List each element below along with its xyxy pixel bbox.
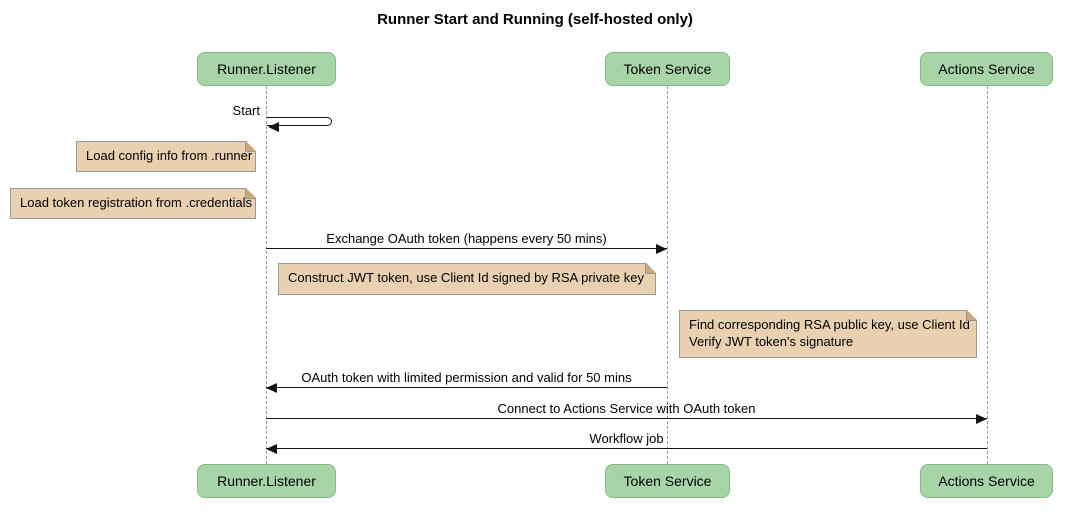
message-line <box>266 248 667 249</box>
lifeline-token-service <box>667 86 668 464</box>
note-load-token-registration: Load token registration from .credential… <box>10 188 256 219</box>
participant-label: Actions Service <box>938 473 1035 489</box>
participant-label: Token Service <box>623 61 712 77</box>
note-text: Construct JWT token, use Client Id signe… <box>288 270 644 285</box>
message-start-arrowhead-icon <box>268 122 279 132</box>
arrowhead-left-icon <box>266 444 277 454</box>
lifeline-runner-listener <box>266 86 267 464</box>
lifeline-actions-service <box>987 86 988 464</box>
note-text-line1: Find corresponding RSA public key, use C… <box>689 317 970 332</box>
participant-runner-listener-top: Runner.Listener <box>197 52 336 86</box>
diagram-title: Runner Start and Running (self-hosted on… <box>377 11 693 28</box>
message-start-label: Start <box>232 103 260 118</box>
arrowhead-right-icon <box>976 414 987 424</box>
message-exchange-oauth: Exchange OAuth token (happens every 50 m… <box>266 228 667 254</box>
note-text: Load token registration from .credential… <box>20 195 252 210</box>
note-fold <box>245 141 256 152</box>
arrowhead-left-icon <box>266 383 277 393</box>
note-fold <box>245 188 256 199</box>
participant-actions-service-bottom: Actions Service <box>920 464 1053 498</box>
message-line <box>266 418 987 419</box>
message-oauth-return: OAuth token with limited permission and … <box>266 367 667 393</box>
note-find-rsa-key: Find corresponding RSA public key, use C… <box>679 310 977 358</box>
participant-token-service-top: Token Service <box>605 52 730 86</box>
message-label: Exchange OAuth token (happens every 50 m… <box>326 231 607 246</box>
message-workflow-job: Workflow job <box>266 428 987 454</box>
participant-label: Runner.Listener <box>217 61 316 77</box>
participant-runner-listener-bottom: Runner.Listener <box>197 464 336 498</box>
note-fold <box>645 263 656 274</box>
message-line <box>266 448 987 449</box>
message-label: OAuth token with limited permission and … <box>301 370 632 385</box>
note-construct-jwt: Construct JWT token, use Client Id signe… <box>278 263 656 295</box>
arrowhead-right-icon <box>656 244 667 254</box>
message-line <box>266 387 667 388</box>
participant-actions-service-top: Actions Service <box>920 52 1053 86</box>
message-label: Workflow job <box>589 431 664 446</box>
note-fold <box>966 310 977 321</box>
note-text: Load config info from .runner <box>86 148 253 163</box>
participant-label: Actions Service <box>938 61 1035 77</box>
message-label: Connect to Actions Service with OAuth to… <box>497 401 756 416</box>
participant-label: Token Service <box>623 473 712 489</box>
participant-token-service-bottom: Token Service <box>605 464 730 498</box>
participant-label: Runner.Listener <box>217 473 316 489</box>
note-text-line2: Verify JWT token's signature <box>689 334 854 349</box>
note-load-config: Load config info from .runner <box>76 141 256 172</box>
message-start-loop <box>267 117 332 126</box>
message-connect-actions: Connect to Actions Service with OAuth to… <box>266 398 987 424</box>
